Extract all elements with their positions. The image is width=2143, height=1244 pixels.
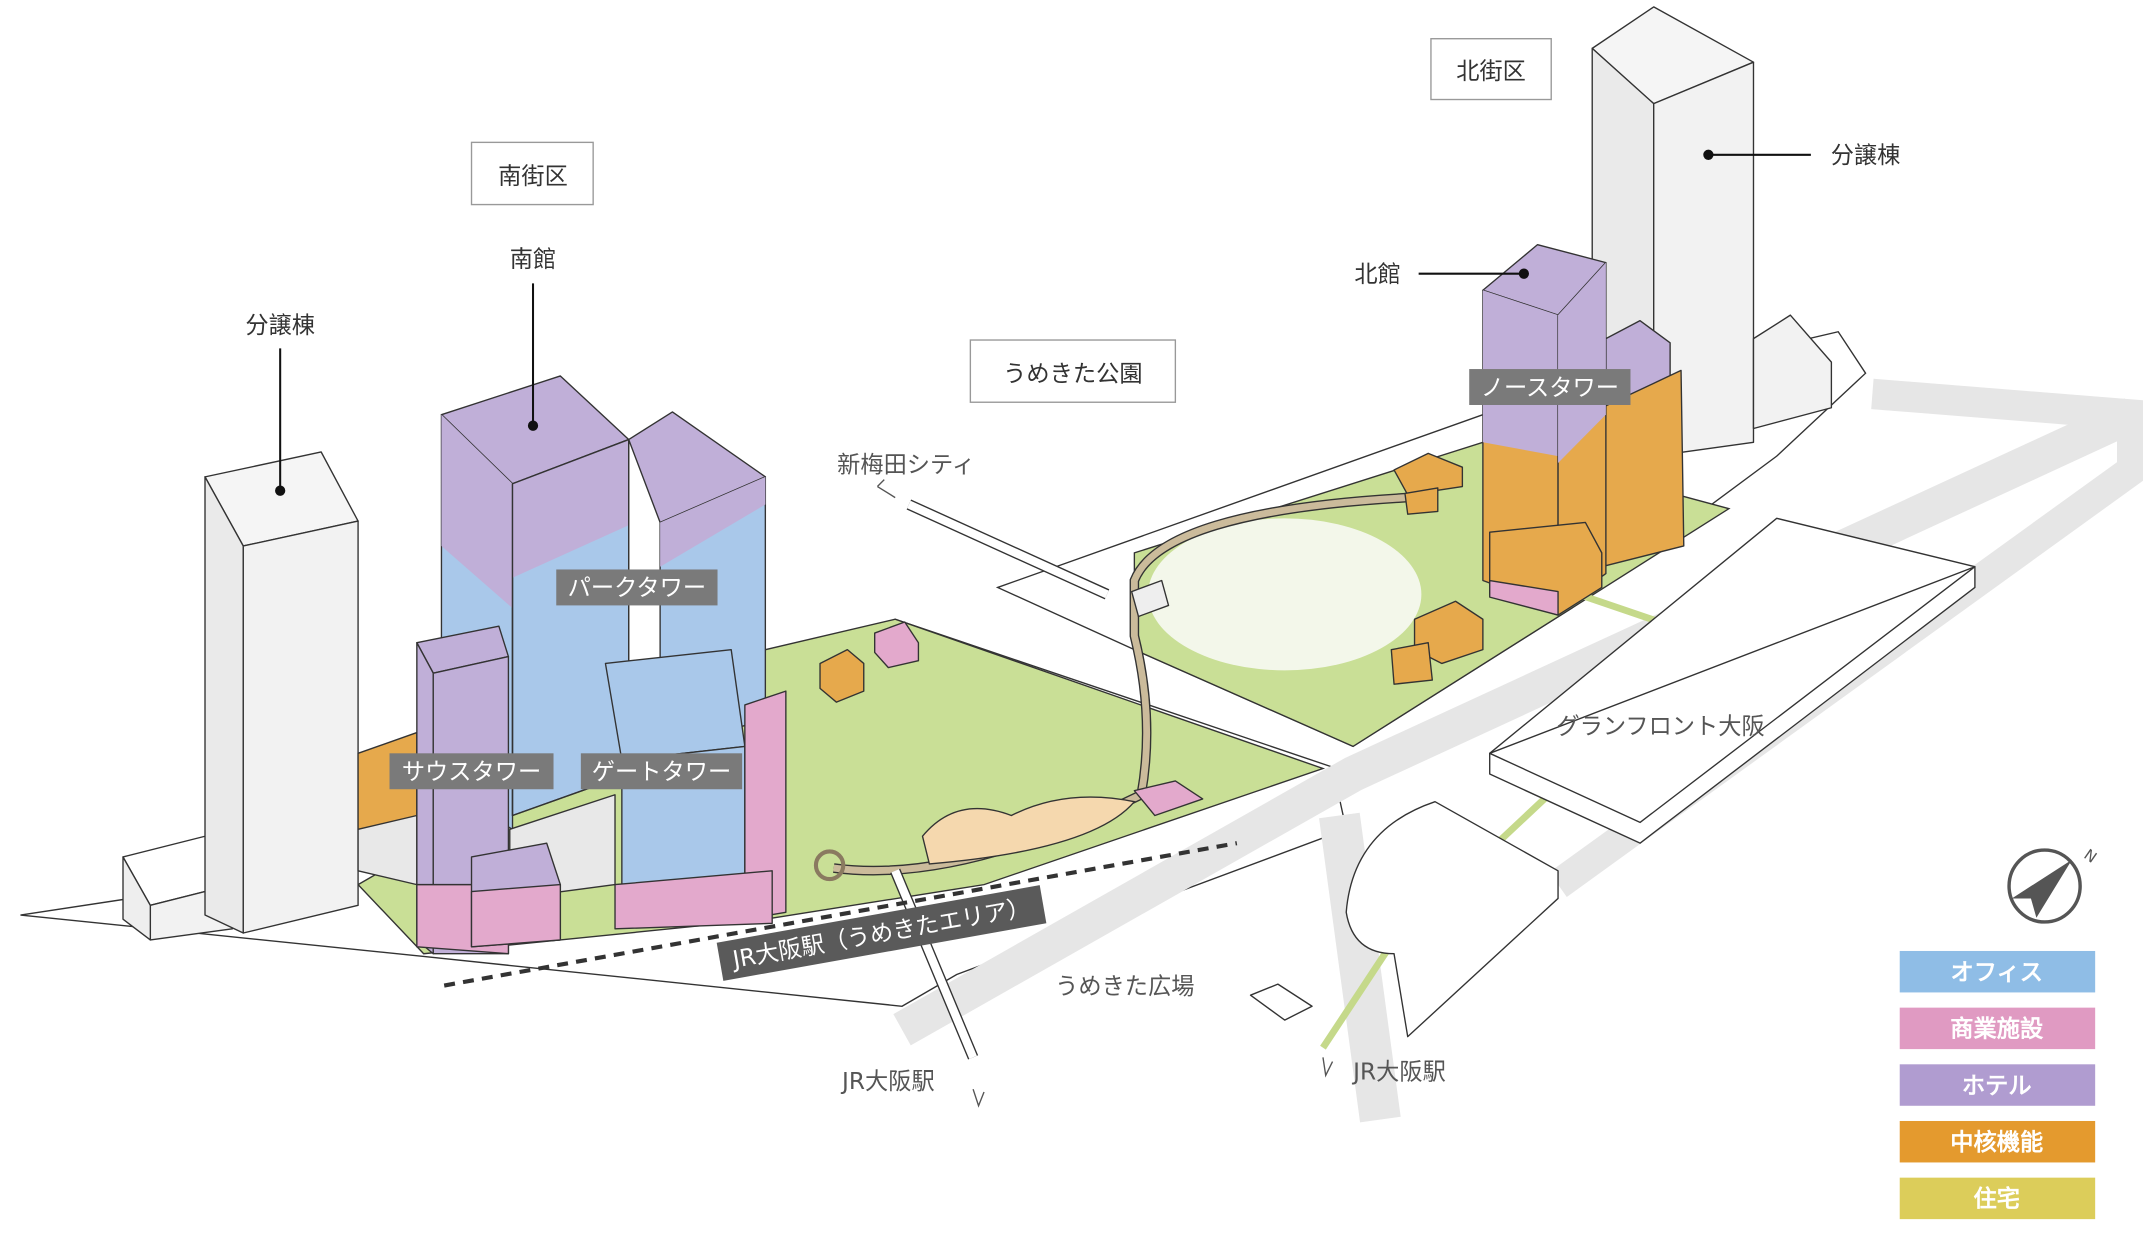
north-hall-label: 北館 <box>1354 260 1400 288</box>
north-condo-label: 分譲棟 <box>1831 141 1901 169</box>
south-condo-label: 分譲棟 <box>245 311 315 339</box>
legend-swatch-core <box>1899 1120 2096 1163</box>
park-box <box>969 339 1177 403</box>
shin-umeda-label: 新梅田シティ <box>837 451 975 479</box>
umekita-plaza-label: うめきた広場 <box>1055 972 1194 1000</box>
park-tower-tag: パークタワー <box>568 574 706 602</box>
legend: オフィス 商業施設 ホテル 中核機能 住宅 <box>1899 950 2096 1220</box>
legend-label-residential: 住宅 <box>1974 1185 2020 1213</box>
legend-swatch-office <box>1899 950 2096 993</box>
south-district-label: 南街区 <box>498 162 568 190</box>
north-arrow-icon: N <box>2007 845 2100 924</box>
north-tower-tag: ノースタワー <box>1481 373 1619 401</box>
legend-label-retail: 商業施設 <box>1950 1015 2044 1043</box>
legend-swatch-retail <box>1899 1007 2096 1050</box>
gate-tower-tag: ゲートタワー <box>592 757 731 785</box>
pavilion <box>819 648 865 703</box>
rail-line <box>443 841 1238 988</box>
south-condo-building <box>122 451 359 941</box>
south-hall-label: 南館 <box>510 245 556 273</box>
north-district-box <box>1430 38 1552 101</box>
north-district-label: 北街区 <box>1456 57 1526 85</box>
grand-front-building <box>1489 517 1976 844</box>
jr-osaka-label-1: JR大阪駅 <box>840 1067 935 1095</box>
legend-swatch-hotel <box>1899 1064 2096 1106</box>
park-label: うめきた公園 <box>1003 359 1142 387</box>
south-tower-building <box>416 625 562 955</box>
legend-label-office: オフィス <box>1951 958 2043 986</box>
south-tower-tag: サウスタワー <box>402 757 541 785</box>
legend-label-core: 中核機能 <box>1950 1128 2043 1156</box>
field <box>921 796 1136 865</box>
plaza-building <box>1249 800 1559 1038</box>
park-highlight <box>1148 518 1422 671</box>
grand-front-label: グランフロント大阪 <box>1556 712 1764 740</box>
south-district-box <box>470 141 594 206</box>
legend-label-hotel: ホテル <box>1962 1071 2032 1099</box>
compass-label: N <box>2081 845 2100 866</box>
direction-arrows <box>876 479 1334 1108</box>
jr-osaka-label-2: JR大阪駅 <box>1351 1057 1446 1085</box>
legend-swatch-residential <box>1899 1177 2096 1220</box>
callout-lines <box>275 149 1811 496</box>
